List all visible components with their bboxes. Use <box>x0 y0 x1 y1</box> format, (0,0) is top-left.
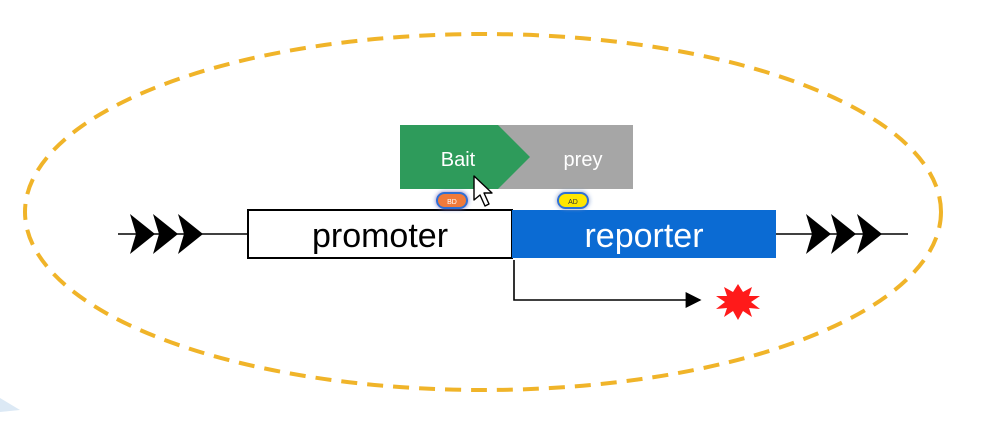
ad-label: AD <box>568 199 578 206</box>
chevron-right-icon <box>153 214 178 254</box>
chevron-right-icon <box>831 214 856 254</box>
binding-domain-badge <box>436 192 468 209</box>
activation-domain-badge <box>557 192 589 209</box>
chevron-right-icon <box>130 214 155 254</box>
bd-label: BD <box>447 199 457 206</box>
bait-protein <box>400 125 530 189</box>
promoter-label: promoter <box>312 217 448 255</box>
signal-burst-icon <box>716 284 760 320</box>
prey-label: prey <box>564 149 603 171</box>
transcription-arrow <box>513 260 702 308</box>
chevron-right-icon <box>178 214 203 254</box>
dna-direction-chevrons-right <box>806 214 882 254</box>
corner-artifact <box>0 398 20 412</box>
chevron-right-icon <box>857 214 882 254</box>
mouse-cursor-icon <box>473 175 493 207</box>
dna-direction-chevrons-left <box>130 214 203 254</box>
reporter-label: reporter <box>584 217 703 255</box>
chevron-right-icon <box>806 214 831 254</box>
reporter-box <box>512 210 776 258</box>
promoter-box <box>247 209 513 259</box>
cell-outline <box>23 32 943 392</box>
bait-label: Bait <box>441 149 476 171</box>
